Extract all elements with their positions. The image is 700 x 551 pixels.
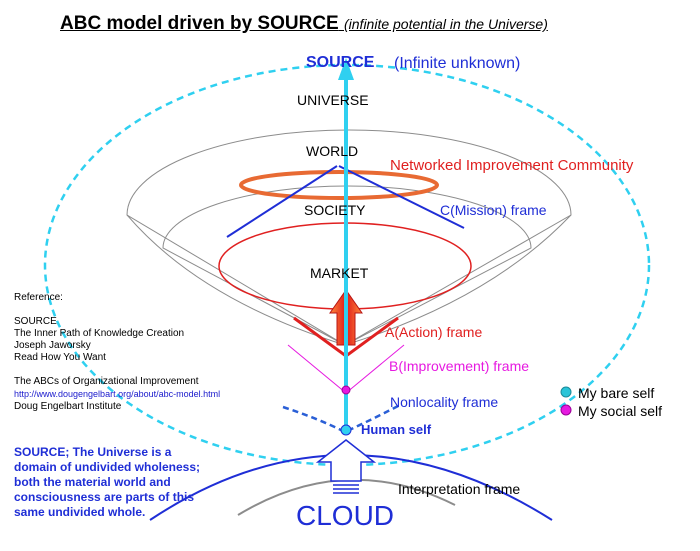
market-label: MARKET [310, 265, 369, 281]
legend-social-self-dot [560, 404, 572, 416]
social-self-dot [341, 385, 351, 395]
diagram-title: ABC model driven by SOURCE (infinite pot… [60, 14, 548, 33]
c-frame-label: C(Mission) frame [440, 202, 547, 218]
universe-label: UNIVERSE [297, 92, 369, 108]
b-frame-label: B(Improvement) frame [389, 358, 530, 374]
nic-ring [239, 170, 439, 200]
title-main: ABC model driven by SOURCE [60, 13, 339, 34]
title-subtitle: (infinite potential in the Universe) [344, 16, 548, 32]
nonlocality-label: Nonlocality frame [390, 394, 499, 410]
source-axis-arrowhead [338, 58, 354, 80]
reference-abc-line: The ABCs of Organizational Improvement [14, 376, 199, 387]
interpretation-label: Interpretation frame [398, 481, 521, 497]
bare-self-dot [340, 424, 352, 436]
cloud-label: CLOUD [296, 500, 395, 531]
legend-social-self-label: My social self [578, 403, 663, 419]
legend-bare-self-dot [560, 386, 572, 398]
reference-abc-url[interactable]: http://www.dougengelbart.org/about/abc-m… [14, 389, 221, 399]
c-frame-right-line [338, 165, 465, 229]
source-label: SOURCE [306, 54, 375, 71]
reference-line: The Inner Path of Knowledge Creation [14, 328, 185, 339]
nic-label: Networked Improvement Community [390, 157, 634, 174]
legend-bare-self-label: My bare self [578, 385, 655, 401]
reference-heading: Reference: [14, 292, 63, 303]
reference-abc-line: Doug Engelbart Institute [14, 401, 122, 412]
source-description: SOURCE; The Universe is a domain of undi… [14, 445, 201, 519]
society-label: SOCIETY [304, 202, 366, 218]
cloud-up-arrow [315, 439, 377, 482]
reference-line: Joseph Jaworsky [14, 340, 91, 351]
c-frame-left-line [226, 165, 338, 238]
human-self-label: Human self [361, 422, 432, 437]
world-label: WORLD [306, 143, 359, 159]
source-note-label: (Infinite unknown) [394, 55, 521, 72]
society-layer-outline [162, 185, 532, 346]
reference-line: SOURCE [14, 316, 57, 327]
world-layer-outline [126, 129, 572, 346]
a-frame-label: A(Action) frame [385, 324, 483, 340]
reference-line: Read How You Want [14, 352, 106, 363]
